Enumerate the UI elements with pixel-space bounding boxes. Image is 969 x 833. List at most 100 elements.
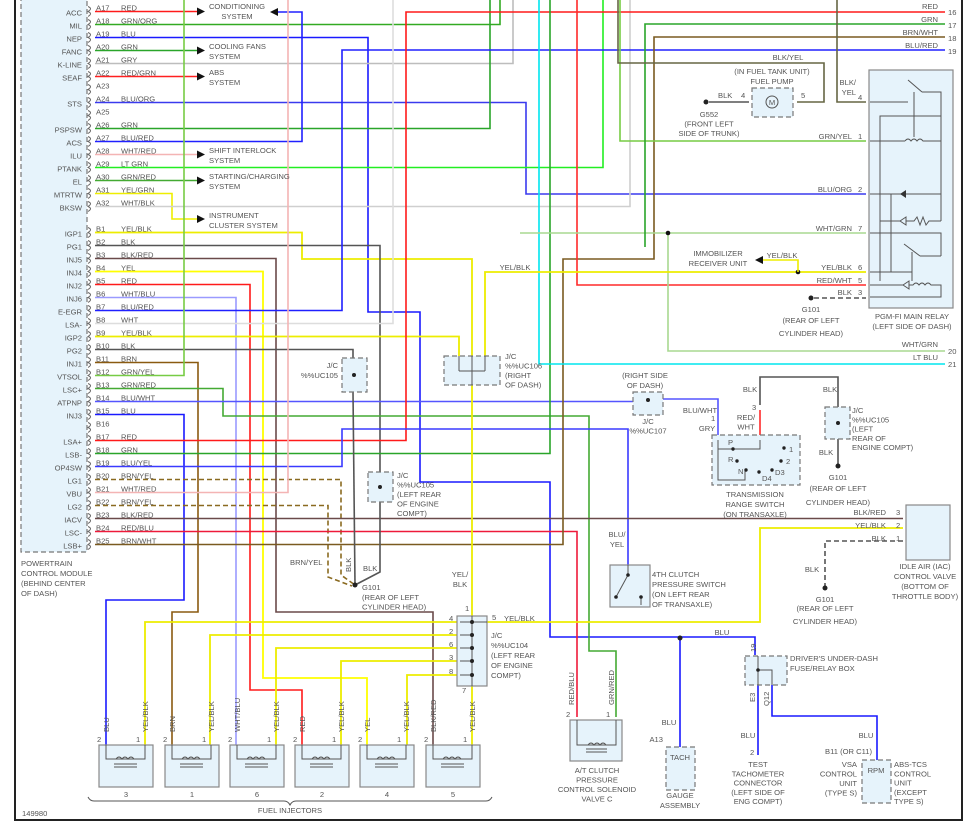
pcm-pin-row: A23 [86, 82, 110, 95]
test-connector-pin: 2 [750, 748, 754, 757]
coil-icon [171, 745, 212, 768]
wire-b3 [95, 257, 434, 745]
wire-blk-yel-pump [617, 0, 825, 103]
ground-wire-blk-b: BLK [363, 564, 377, 573]
pin-number: A20 [96, 43, 110, 52]
wire-jc104-injector [209, 634, 457, 745]
wire-jc104-injector [340, 660, 457, 745]
connector-terminal-icon [86, 331, 91, 342]
pin-number: B3 [96, 251, 105, 260]
main-relay-title: PGM-FI MAIN RELAY(LEFT SIDE OF DASH) [872, 312, 952, 331]
injector-pin-2: 2 [424, 735, 428, 744]
pin-wire-color: BRN [121, 355, 137, 364]
jc104-pin-6: 6 [449, 640, 453, 649]
injector-pin-2: 2 [228, 735, 232, 744]
tach-bus-wire: BLU [715, 628, 730, 637]
splice-dot [836, 421, 840, 425]
connector-terminal-icon [86, 539, 91, 550]
solenoid-wire-2: RED/BLU [567, 672, 576, 705]
pin-signal: E-EGR [58, 308, 83, 317]
injector-wire-1: YEL/BLK [141, 701, 150, 732]
pin-wire-color: RED [121, 4, 138, 13]
injector-pin-1: 1 [463, 735, 467, 744]
fuel-pump-pin-4: 4 [741, 91, 745, 100]
wire-trs-blk [759, 376, 839, 407]
pin-number: A31 [96, 186, 110, 195]
connector-terminal-icon [86, 513, 91, 524]
cont-num-19: 19 [948, 47, 956, 56]
jc106-bus [458, 356, 486, 385]
ground-icon [352, 582, 358, 588]
relay-pin-3: 3 [858, 288, 862, 297]
pin-signal: IGP1 [65, 230, 82, 239]
injector-pin-1: 1 [267, 735, 271, 744]
injector-wire-2: BRN [168, 716, 177, 732]
coil-icon [432, 745, 473, 768]
pin-signal: OP4SW [55, 464, 83, 473]
pin-wire-color: BLU/RED [121, 134, 154, 143]
injector-wire-2: RED [298, 715, 307, 732]
wire-b24 [95, 530, 578, 717]
trs-pin3-wire: RED/WHT [737, 413, 756, 432]
pin-wire-color: GRN/RED [121, 381, 157, 390]
ground-wire-brn-yel: BRN/YEL [290, 558, 323, 567]
connector-terminal-icon [86, 448, 91, 459]
wire-b7 [95, 49, 945, 312]
relay-pin-6: 6 [858, 263, 862, 272]
relay-pin1-wire: GRN/YEL [819, 132, 852, 141]
pin-number: B4 [96, 264, 105, 273]
connector-terminal-icon [86, 487, 91, 498]
trs-pos-d3: D3 [775, 468, 785, 477]
pin-wire-color: WHT/RED [121, 147, 157, 156]
pin-signal: PG1 [67, 243, 82, 252]
jc106-out-wire: YEL/BLK [452, 570, 469, 589]
pin-number: B15 [96, 407, 110, 416]
wire-a29 [95, 0, 604, 169]
pin-number: A19 [96, 30, 110, 39]
pin-wire-color: RED/GRN [121, 69, 156, 78]
ground-wire-blk-a: BLK [344, 558, 353, 572]
connector-terminal-icon [86, 71, 91, 82]
connector-terminal-icon [86, 123, 91, 134]
pin-number: B23 [96, 511, 110, 520]
iac-pin1-wire: BLK [872, 534, 886, 543]
pin-signal: PTANK [57, 165, 82, 174]
pin-number: A32 [96, 199, 110, 208]
wire-b8 [95, 0, 394, 325]
connector-terminal-icon [86, 305, 91, 316]
tach-label: TACH [670, 753, 690, 762]
motor-icon [765, 95, 779, 109]
relay-pin4-wire-a: BLK/ [840, 78, 857, 87]
pin-number: B10 [96, 342, 110, 351]
pin-number: A21 [96, 56, 110, 65]
pin-number: B2 [96, 238, 105, 247]
pin-signal: INJ6 [66, 295, 82, 304]
wire-b18 [95, 0, 551, 455]
trs-contacts [731, 446, 786, 474]
injector-wire-1: YEL/BLK [207, 701, 216, 732]
wire-q12 [771, 685, 878, 760]
pin-signal: IACV [64, 516, 83, 525]
relay-internals [870, 79, 942, 298]
g101-c-name: G101 [829, 473, 848, 482]
vsa-control-unit-box [861, 759, 892, 804]
pin-signal: LSB- [65, 451, 82, 460]
wire-lt-blu-21 [538, 0, 945, 365]
pin-signal: NEP [66, 35, 82, 44]
pin-signal: PSPSW [55, 126, 83, 135]
